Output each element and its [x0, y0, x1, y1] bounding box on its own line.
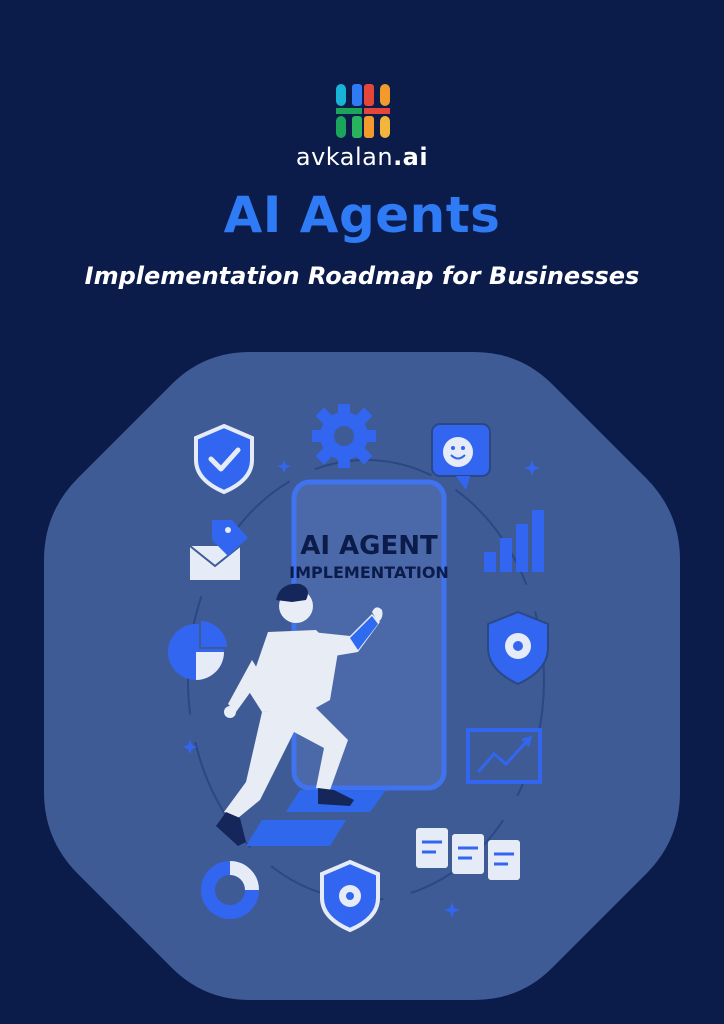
screen-line2: IMPLEMENTATION — [289, 563, 449, 582]
person-illustration — [216, 583, 383, 846]
page-subtitle: Implementation Roadmap for Businesses — [84, 262, 640, 290]
trend-chart-icon — [466, 728, 542, 784]
brand-name: avkalan — [295, 143, 394, 171]
floor-tile-icon — [246, 820, 346, 846]
brand-wordmark: avkalan.ai — [0, 143, 724, 171]
avkalan-logo-icon — [336, 84, 390, 138]
gear-icon — [312, 404, 376, 468]
screen-line1: AI AGENT — [300, 531, 438, 561]
bar-chart-icon — [484, 510, 544, 572]
shield-gear-icon — [320, 859, 380, 933]
chat-smiley-icon — [431, 423, 491, 490]
donut-chart-icon — [201, 861, 259, 919]
sparkle-icon — [277, 460, 291, 473]
shield-gear-icon — [487, 610, 549, 686]
page-title: AI Agents — [223, 186, 501, 244]
documents-icon — [416, 828, 520, 880]
sparkle-icon — [183, 740, 197, 754]
sparkle-icon — [524, 460, 540, 476]
shield-check-icon — [194, 423, 254, 495]
brand-suffix: .ai — [393, 143, 429, 171]
pie-chart-icon — [168, 618, 230, 680]
sparkle-icon — [444, 902, 460, 918]
email-icon — [189, 520, 248, 580]
